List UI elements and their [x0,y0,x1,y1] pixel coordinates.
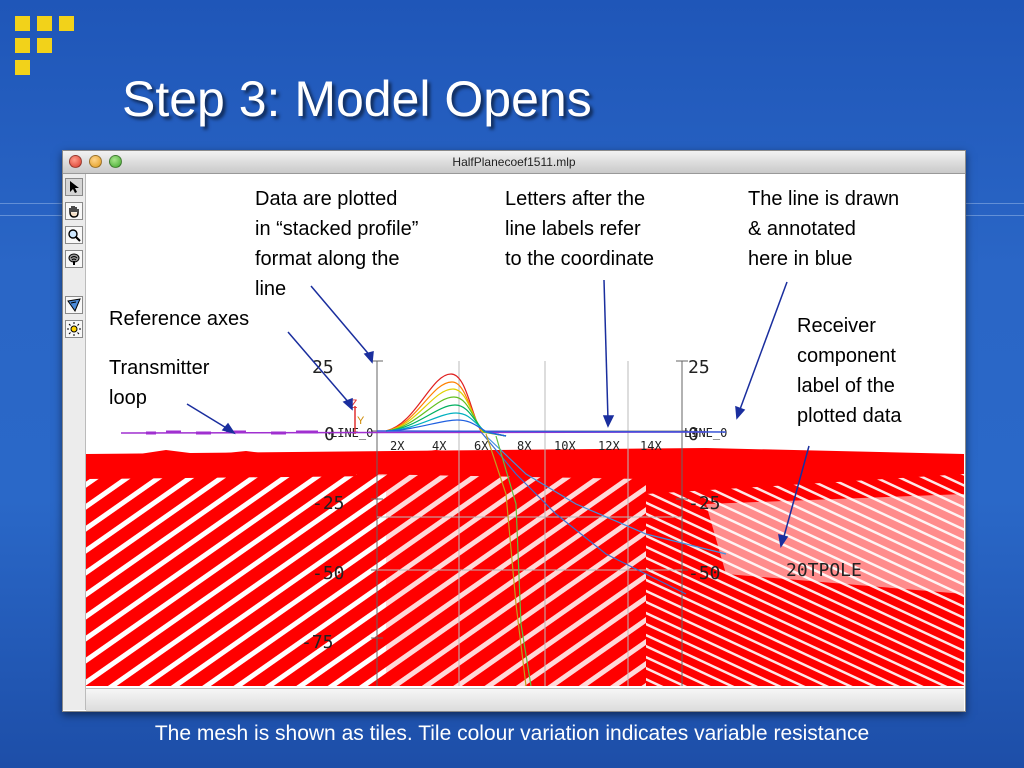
light-tool-button[interactable] [65,320,83,338]
annotation-stacked-profile: Data are plotted in “stacked profile” fo… [255,184,418,304]
app-window: HalfPlanecoef1511.mlp [62,150,966,712]
hand-tool-icon [69,206,79,218]
annotation-line: line labels refer [505,218,641,240]
window-titlebar[interactable]: HalfPlanecoef1511.mlp [63,151,965,174]
annotation-line: label of the [797,375,895,397]
left-axis-tick-labels: 25 0 -25 -50 -75 [301,357,345,653]
left-tick-neg75: -75 [301,632,334,653]
logo-squares [15,16,90,86]
arrow-tool-button[interactable] [65,178,83,196]
hand-tool-button[interactable] [65,202,83,220]
annotation-transmitter: Transmitter loop [109,353,209,413]
slide-caption: The mesh is shown as tiles. Tile colour … [154,722,870,745]
left-tick-neg50: -50 [312,563,345,584]
slide-title: Step 3: Model Opens [122,71,592,127]
close-button[interactable] [69,155,82,168]
annotation-line-drawn: The line is drawn & annotated here in bl… [748,184,899,274]
left-tick-0: 0 [324,424,335,445]
annotation-line: Reference axes [109,308,250,330]
x-tick-12x: 12X [598,439,620,453]
annotation-line: here in blue [748,248,853,270]
x-tick-labels: 2X 4X 6X 8X 10X 12X 14X [390,439,662,453]
model-viewport[interactable]: 25 0 -25 -50 -75 25 0 -25 -50 LINE_0 LIN… [86,174,964,686]
magnifier-tool-button[interactable] [65,226,83,244]
window-title: HalfPlanecoef1511.mlp [452,155,576,169]
horizontal-scrollbar[interactable] [86,688,964,711]
annotation-letters: Letters after the line labels refer to t… [505,184,654,274]
magnifier-tool-icon [68,229,81,242]
zoom-button[interactable] [109,155,122,168]
survey-line [376,430,727,433]
annotation-line: in “stacked profile” [255,218,419,240]
annotation-line: & annotated [748,218,856,240]
axis-gizmo: Z Y [350,397,365,434]
annotation-line: Transmitter [109,357,210,379]
brain-tool-icon [68,253,80,265]
left-tick-25: 25 [312,357,334,378]
right-tick-25: 25 [688,357,710,378]
right-tick-neg50: -50 [688,563,721,584]
annotation-arrows [186,279,810,548]
x-tick-4x: 4X [432,439,447,453]
right-line-label: LINE_0 [684,426,727,440]
annotation-line: component [797,345,896,367]
minimize-button[interactable] [89,155,102,168]
arrow-tool-icon [70,181,79,193]
annotation-receiver: Receiver component label of the plotted … [797,311,902,431]
annotation-line: format along the [255,248,400,270]
tool-palette [63,174,86,710]
perspective-tool-icon [67,298,81,312]
mesh-tiles [86,448,964,686]
brain-tool-button[interactable] [65,250,83,268]
x-tick-8x: 8X [517,439,532,453]
annotation-line: Data are plotted [255,188,398,210]
annotation-line: line [255,278,287,300]
light-tool-icon [67,322,81,336]
z-axis-label: Z [350,397,357,411]
reference-axes [371,360,688,686]
annotation-line: The line is drawn [748,188,900,210]
annotation-reference-axes: Reference axes [109,304,249,334]
x-tick-6x: 6X [474,439,489,453]
left-tick-neg25: -25 [312,493,345,514]
x-tick-10x: 10X [554,439,576,453]
y-axis-label: Y [357,415,365,427]
perspective-tool-button[interactable] [65,296,83,314]
right-tick-neg25: -25 [688,493,721,514]
receiver-component-label: 20TPOLE [786,560,862,581]
x-tick-2x: 2X [390,439,405,453]
annotation-line: to the coordinate [505,248,654,270]
stacked-profiles [385,373,727,686]
right-axis-tick-labels: 25 0 -25 -50 [688,357,721,584]
right-tick-0: 0 [688,424,699,445]
annotation-line: Receiver [797,315,876,337]
x-tick-14x: 14X [640,439,662,453]
annotation-line: plotted data [797,405,902,427]
annotation-line: Letters after the [505,188,646,210]
annotation-line: loop [109,387,147,409]
